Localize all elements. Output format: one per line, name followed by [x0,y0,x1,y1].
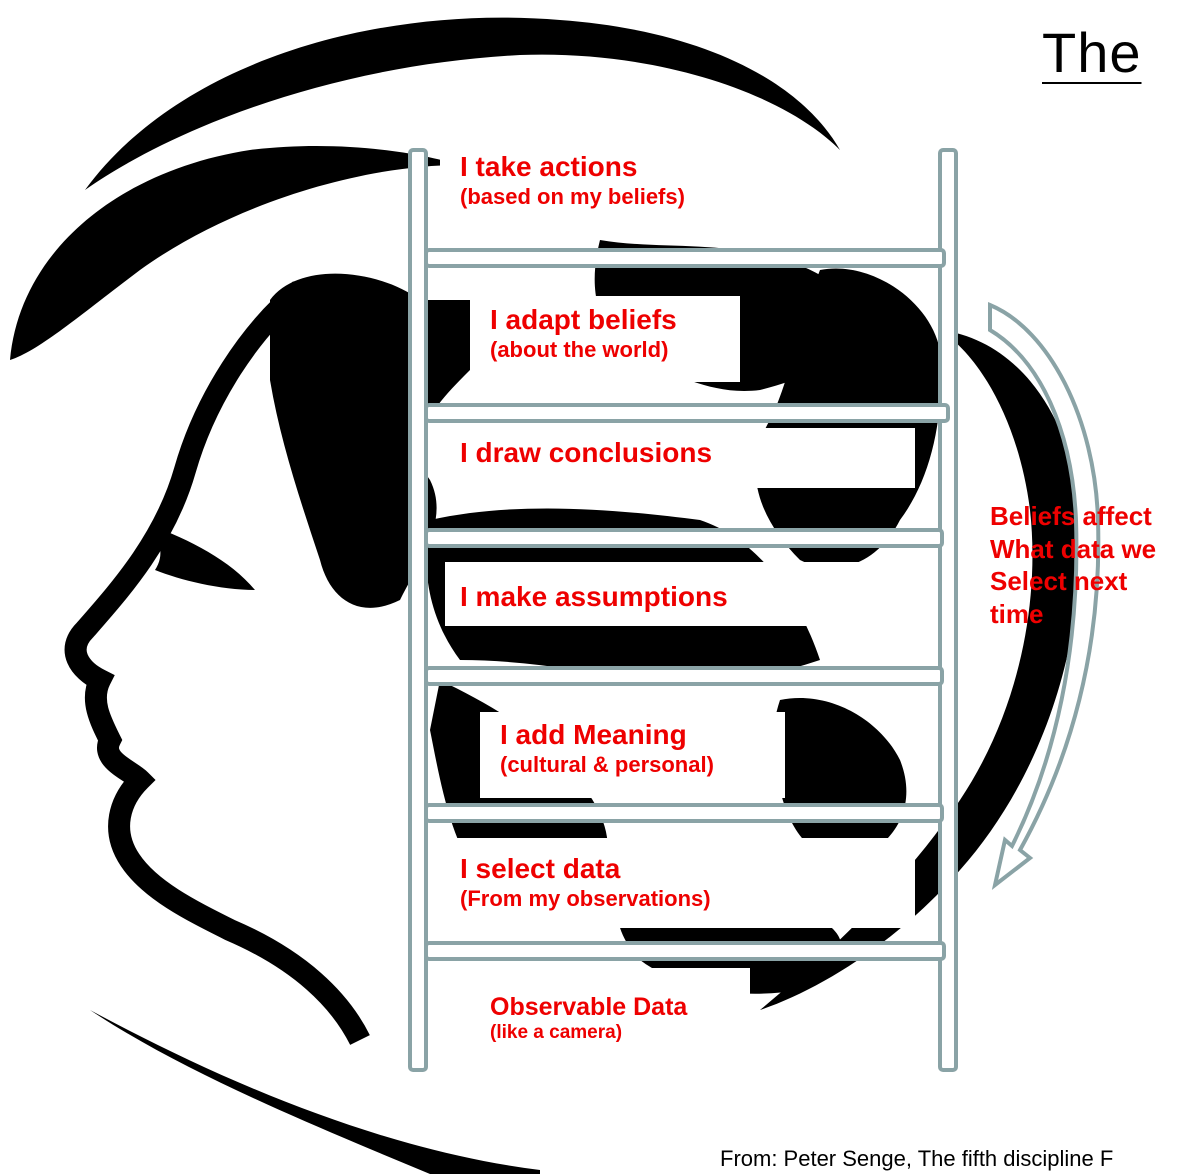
ladder-rail-right [938,148,958,1072]
label-bg-1 [440,142,780,228]
rung-label-sub: (From my observations) [460,885,711,911]
source-citation: From: Peter Senge, The fifth discipline … [720,1146,1114,1171]
face-profile [64,281,370,1046]
rung-label-beliefs: I adapt beliefs (about the world) [490,303,677,363]
ladder-rung-2 [424,403,950,423]
eye-shape [150,525,255,590]
rung-label-main: I adapt beliefs [490,304,677,335]
feedback-arrow [988,301,1101,890]
label-bg-2 [470,296,740,382]
rung-label-sub: (cultural & personal) [500,751,714,777]
rung-label-observable-data: Observable Data (like a camera) [490,992,687,1045]
feedback-note-line: Select next [990,566,1128,596]
label-bg-4 [445,562,955,626]
hair-swirl-left [10,145,460,360]
feedback-note-line: time [990,598,1044,629]
hair-swirl-top [85,17,840,190]
rung-label-main: I make assumptions [460,581,728,612]
label-bg-5 [480,712,785,798]
feedback-note-line: What data we [990,533,1157,564]
ladder-rung-3 [424,528,944,548]
ladder-rung-5 [424,803,944,823]
rung-label-sub: (about the world) [490,336,669,362]
map-landmass-northwest [270,273,526,608]
rung-label-main: I add Meaning [500,719,687,750]
rung-label-assumptions: I make assumptions [460,580,728,614]
ladder-rung-4 [424,666,944,686]
rung-label-conclusions: I draw conclusions [460,436,712,470]
ladder-rung-6 [424,941,946,961]
label-bg-6 [445,838,915,928]
rung-label-main: I select data [460,853,621,884]
rung-label-sub: (like a camera) [490,1022,623,1043]
rung-label-select-data: I select data (From my observations) [460,852,711,912]
rung-label-main: I draw conclusions [460,437,713,468]
page-title: The [1042,21,1142,84]
rung-label-meaning: I add Meaning (cultural & personal) [500,718,714,778]
outer-ring-right [760,330,1081,1010]
feedback-note-line: Beliefs affect [990,501,1152,531]
rung-label-main: Observable Data [490,993,688,1021]
rung-label-main: I take actions [460,151,638,182]
label-bg-3 [445,428,915,488]
feedback-note: Beliefs affect What data we Select next … [990,500,1156,630]
ladder-rail-left [408,148,428,1072]
ladder-rung-1 [424,248,946,268]
rung-label-sub: (based on my beliefs) [460,183,685,209]
label-bg-7 [480,968,750,1058]
rung-label-actions: I take actions (based on my beliefs) [460,150,685,210]
